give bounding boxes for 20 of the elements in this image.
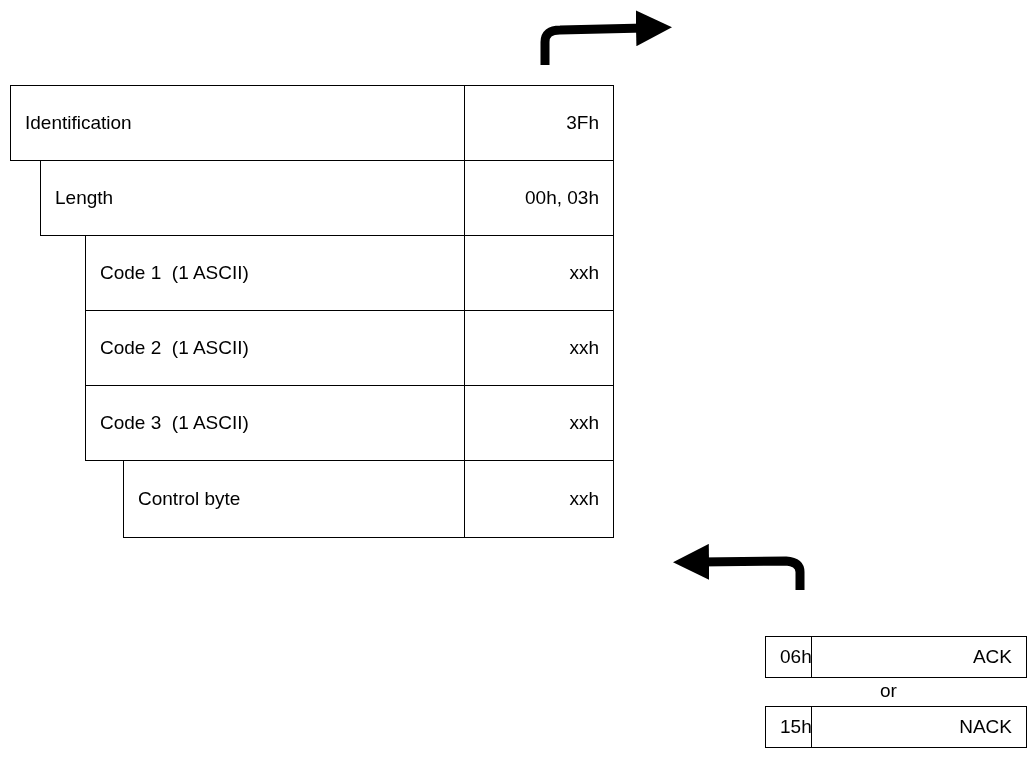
frame-row [85, 385, 614, 461]
field-name: Length [55, 187, 114, 209]
frame-row [765, 636, 1027, 678]
frame-row [85, 310, 614, 386]
field-name: Code 3 (1 ASCII) [100, 412, 249, 434]
hex-value: xxh [464, 461, 613, 537]
frame-row [40, 160, 614, 236]
frame-row [10, 85, 614, 161]
response-name: ACK [811, 637, 1026, 677]
field-name: Control byte [138, 488, 241, 510]
frame-row [123, 460, 614, 538]
field-name: Code 2 (1 ASCII) [100, 337, 249, 359]
field-name: Code 1 (1 ASCII) [100, 262, 249, 284]
field-name: Identification [25, 112, 132, 134]
response-name: NACK [811, 707, 1026, 747]
frame-row [765, 706, 1027, 748]
code-value: 06h [780, 646, 812, 668]
note-text: or [880, 680, 897, 702]
code-value: 15h [780, 716, 812, 738]
frame-row [85, 235, 614, 311]
